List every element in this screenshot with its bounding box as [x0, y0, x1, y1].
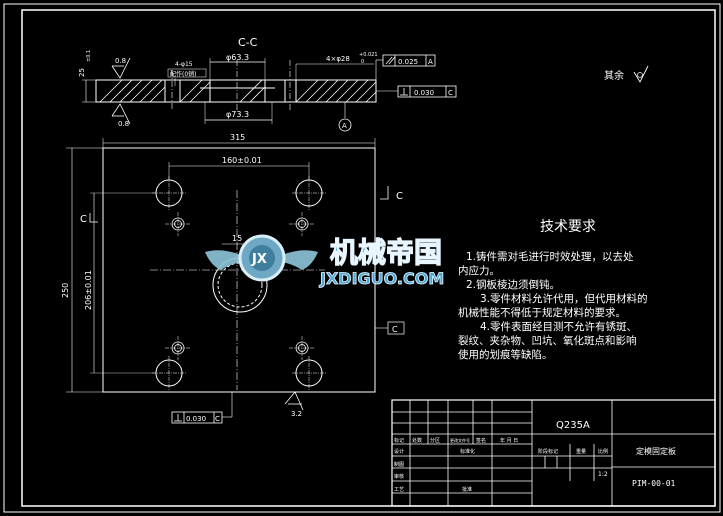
plan-perp-tol: 0.030 — [186, 415, 206, 423]
tech-req-line: 内应力。 — [458, 264, 500, 277]
roughness-left-icon — [111, 57, 131, 79]
perp-tolerance-frame-plan: 0.030 C — [171, 392, 233, 424]
tech-req-line: 4.零件表面经目测不允许有锈斑、 — [480, 320, 637, 333]
tb-weight: 重量 — [576, 448, 586, 455]
section-view: C-C φ63.3 — [78, 36, 457, 132]
parallel-tolerance-frame: 0.025 A — [375, 54, 436, 80]
section-plate — [95, 79, 377, 103]
parallel-tol: 0.025 — [398, 58, 418, 66]
drawing-border — [21, 9, 716, 507]
roughness-plan: 3.2 — [291, 410, 302, 418]
roughness-bottom-icon — [111, 103, 131, 125]
drawing-frame — [3, 3, 721, 513]
parallel-datum: A — [428, 58, 433, 66]
watermark-logo: JX 机械帝国 JXDIGUO.COM — [205, 234, 445, 288]
tech-req-line: 2.钢板棱边须倒钝。 — [466, 278, 560, 291]
watermark-url: JXDIGUO.COM — [319, 269, 444, 288]
dim-holes: 4×φ28 — [326, 55, 350, 63]
tb-header: 更改文件号 — [450, 437, 470, 443]
emblem: JX — [251, 252, 267, 267]
parallel-icon — [385, 56, 393, 65]
dim-thickness: 25 — [78, 68, 86, 77]
title-block — [391, 399, 716, 507]
tb-row: 审核 — [394, 473, 404, 480]
tb-row: 工艺 — [394, 487, 404, 493]
scale: 1:2 — [598, 471, 608, 478]
section-mark-right: C — [396, 191, 403, 202]
tb-header: 分区 — [430, 437, 440, 444]
roughness-left: 0.8 — [115, 57, 126, 65]
dim-thickness-tol: ±0.1 — [86, 50, 92, 62]
thread-note: 4-φ15 — [175, 61, 193, 68]
tech-req-line: 裂纹、夹杂物、凹坑、氧化斑点和影响 — [458, 334, 637, 347]
tb-header: 标记 — [394, 437, 404, 444]
plan-view: 315 160±0.01 250 206±0.01 15 C C C — [61, 133, 405, 424]
roughness-rest-label: 其余 — [604, 69, 624, 82]
dim-holes-tol-lower: 0 — [361, 59, 364, 65]
thread-note2: 配作(0销) — [170, 70, 197, 78]
tech-req-title: 技术要求 — [540, 219, 596, 235]
tb-row: 制图 — [394, 461, 404, 468]
tb-header: 年 月 日 — [500, 437, 518, 444]
material: Q235A — [556, 420, 590, 431]
roughness-bottom: 0.8 — [118, 120, 129, 128]
tech-req-line: 机械性能不得低于规定材料的要求。 — [458, 306, 626, 319]
dim-hole-pitch-x: 160±0.01 — [222, 156, 262, 165]
drawing-no: PIM-00-01 — [632, 479, 676, 488]
dim-bottom-bore: φ73.3 — [226, 110, 249, 119]
dim-top-bore: φ63.3 — [226, 53, 249, 62]
perp-tolerance-frame-section: 0.030 C — [376, 85, 457, 98]
datum-a: A — [342, 122, 347, 130]
tb-row: 设计 — [394, 448, 404, 455]
plan-perp-datum: C — [215, 415, 220, 423]
section-label: C-C — [238, 36, 258, 49]
tb-header: 处数 — [412, 437, 422, 444]
dim-height: 250 — [61, 283, 70, 298]
section-hatching — [99, 79, 377, 103]
roughness-plan-icon — [284, 391, 304, 411]
technical-requirements: 技术要求 1.铸件需对毛进行时效处理，以去处 内应力。 2.钢板棱边须倒钝。 3… — [458, 219, 648, 361]
tb-ratio: 比例 — [598, 448, 608, 455]
tech-req-line: 3.零件材料允许代用，但代用材料的 — [480, 292, 648, 305]
watermark-name: 机械帝国 — [330, 236, 442, 269]
plan-outline — [102, 147, 376, 393]
tech-req-line: 使用的划痕等缺陷。 — [458, 348, 553, 361]
part-name: 定模固定板 — [636, 446, 676, 456]
datum-c: C — [392, 325, 398, 334]
datum-a-symbol — [338, 118, 352, 132]
tb-stage: 阶段标记 — [538, 448, 558, 455]
tb-header: 签名 — [476, 437, 486, 444]
tb-approve: 批准 — [462, 486, 472, 493]
dim-15: 15 — [232, 234, 242, 243]
tb-std: 标准化 — [460, 448, 475, 455]
roughness-rest-icon — [633, 65, 649, 83]
section-perp-datum: C — [448, 89, 453, 97]
tech-req-line: 1.铸件需对毛进行时效处理，以去处 — [466, 250, 634, 263]
dim-holes-tol-upper: +0.021 — [359, 52, 378, 58]
dim-hole-pitch-y: 206±0.01 — [84, 270, 93, 310]
dim-width: 315 — [230, 133, 245, 142]
section-perp-tol: 0.030 — [414, 89, 434, 97]
section-mark-left: C — [80, 214, 87, 225]
